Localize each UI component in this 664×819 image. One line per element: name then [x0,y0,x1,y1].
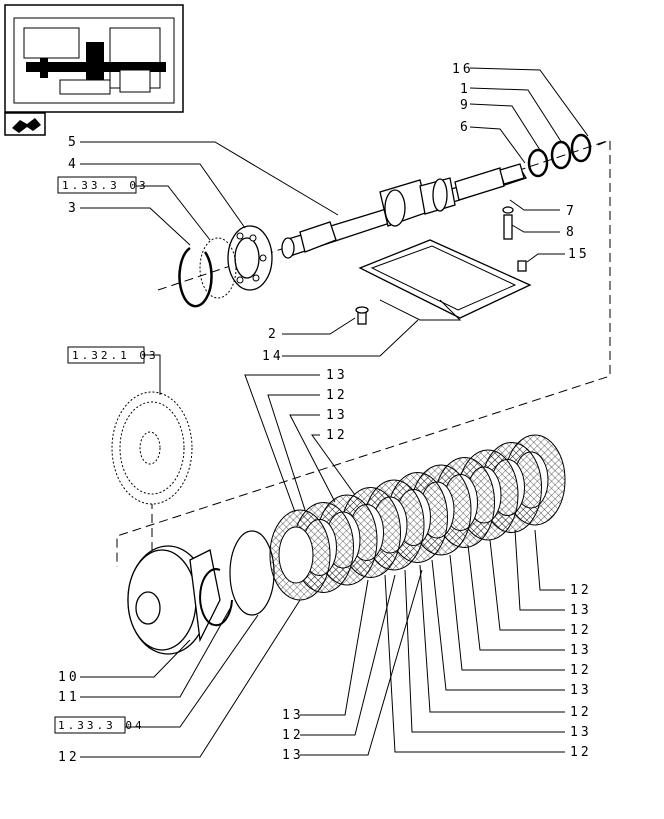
callout-12-a: 12 [326,388,348,403]
ref-box-1-text: 1.33.3 03 [62,179,149,192]
callout-9: 9 [460,98,471,113]
gear-10 [127,545,221,655]
gear-upper [111,391,193,505]
callout-16: 16 [452,62,474,77]
callout-13-d: 13 [282,748,304,763]
callout-12-c: 12 [282,728,304,743]
leader-lines [80,67,589,758]
callout-3: 3 [68,201,79,216]
o-ring-1 [550,140,572,170]
screw-2 [355,306,369,325]
callout-12-r2: 12 [570,623,592,638]
clutch-disc-stack [269,434,566,601]
main-shaft [281,163,527,259]
callout-14: 14 [262,349,284,364]
callout-11: 11 [58,690,80,705]
callout-12-b: 12 [326,428,348,443]
callout-15: 15 [568,247,590,262]
pin-8 [502,206,514,240]
callout-12-r4: 12 [570,705,592,720]
callout-12-r3: 12 [570,663,592,678]
callout-13-b: 13 [326,408,348,423]
callout-4: 4 [68,157,79,172]
callout-5: 5 [68,135,79,150]
plug-15 [517,260,527,272]
inset-thumbnail [4,4,184,113]
bearing-4 [227,225,273,291]
ref-box-3[interactable]: 1.33.3 04 [54,716,145,734]
callout-13-c: 13 [282,708,304,723]
clutch-disc [269,509,331,601]
ref-box-3-text: 1.33.3 04 [58,719,145,732]
o-ring-16 [570,133,592,163]
callout-2: 2 [268,327,279,342]
callout-12-bottom: 12 [58,750,80,765]
callout-12-r5: 12 [570,745,592,760]
callout-1: 1 [460,82,471,97]
callout-13-r1: 13 [570,603,592,618]
callout-13-a: 13 [326,368,348,383]
callout-10: 10 [58,670,80,685]
callout-6: 6 [460,120,471,135]
next-page-arrow-icon[interactable] [4,112,46,136]
ref-box-1[interactable]: 1.33.3 03 [57,176,149,194]
ref-box-2-text: 1.32.1 03 [72,349,159,362]
callout-13-r4: 13 [570,725,592,740]
callout-13-r3: 13 [570,683,592,698]
o-ring-9 [527,148,549,178]
callout-12-r1: 12 [570,583,592,598]
ref-box-2[interactable]: 1.32.1 03 [67,346,159,364]
callout-7: 7 [566,204,577,219]
callout-13-r2: 13 [570,643,592,658]
cover-plate-14 [358,239,532,321]
callout-8: 8 [566,225,577,240]
